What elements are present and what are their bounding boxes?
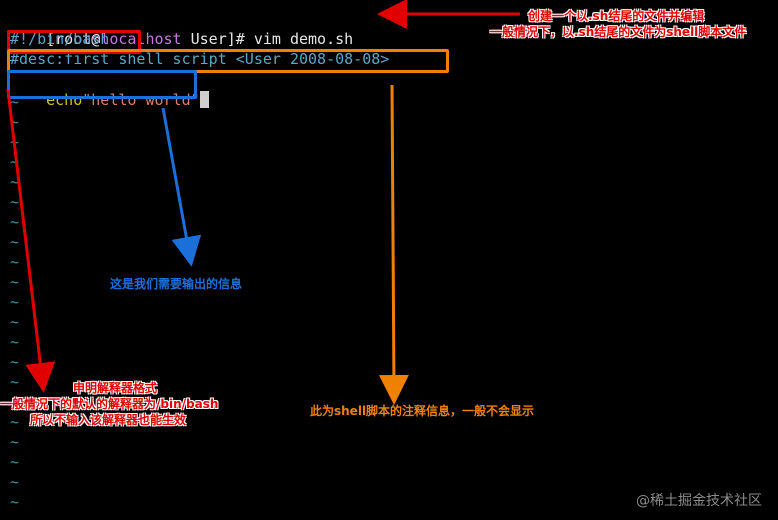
desc-comment-line: #desc:first shell script <User 2008-08-0…	[10, 50, 390, 68]
tilde-line: ~	[10, 173, 20, 191]
tilde-line: ~	[10, 273, 20, 291]
text-cursor	[199, 91, 209, 108]
echo-line: echo"hello world"	[10, 70, 209, 109]
tilde-line: ~	[10, 233, 20, 251]
orange-arrow	[378, 84, 409, 405]
echo-string: "hello world"	[82, 91, 200, 109]
tilde-line: ~	[10, 213, 20, 231]
tilde-line: ~	[10, 453, 20, 471]
red-note-2: 一般情况下的默认的解释器为/bin/bash	[0, 397, 219, 411]
watermark: @稀土掘金技术社区	[636, 493, 762, 509]
tilde-line: ~	[10, 333, 20, 351]
tilde-line: ~	[10, 473, 20, 491]
orange-note: 此为shell脚本的注释信息，一般不会显示	[310, 404, 535, 418]
echo-keyword: echo	[46, 91, 83, 109]
tilde-line: ~	[10, 353, 20, 371]
tilde-line: ~	[10, 493, 20, 511]
tilde-line: ~	[10, 433, 20, 451]
echo-highlight-box	[7, 70, 197, 99]
tilde-line: ~	[10, 253, 20, 271]
tilde-line: ~	[10, 393, 20, 411]
top-right-note-1: 创建一个以.sh结尾的文件并编辑	[528, 9, 705, 23]
prompt-user: [root@	[46, 30, 101, 48]
tilde-line: ~	[10, 113, 20, 131]
shebang-line: #!/bin/bash	[10, 30, 110, 48]
prompt-command: User]# vim demo.sh	[181, 30, 354, 48]
tilde-line: ~	[10, 193, 20, 211]
blue-arrow	[161, 107, 202, 267]
tilde-line: ~	[10, 153, 20, 171]
blue-note: 这是我们需要输出的信息	[110, 277, 243, 291]
tilde-line: ~	[10, 93, 20, 111]
shebang-highlight-box	[7, 30, 141, 54]
tilde-line: ~	[10, 293, 20, 311]
tilde-line: ~	[10, 373, 20, 391]
red-note-3: 所以不输入该解释器也能生效	[30, 413, 187, 427]
tilde-line: ~	[10, 313, 20, 331]
red-note-1: 申明解释器格式	[73, 381, 158, 395]
desc-highlight-box	[7, 49, 449, 73]
red-arrow	[6, 89, 56, 393]
tilde-line: ~	[10, 413, 20, 431]
top-right-note-2: 一般情况下，以.sh结尾的文件为shell脚本文件	[490, 25, 747, 39]
